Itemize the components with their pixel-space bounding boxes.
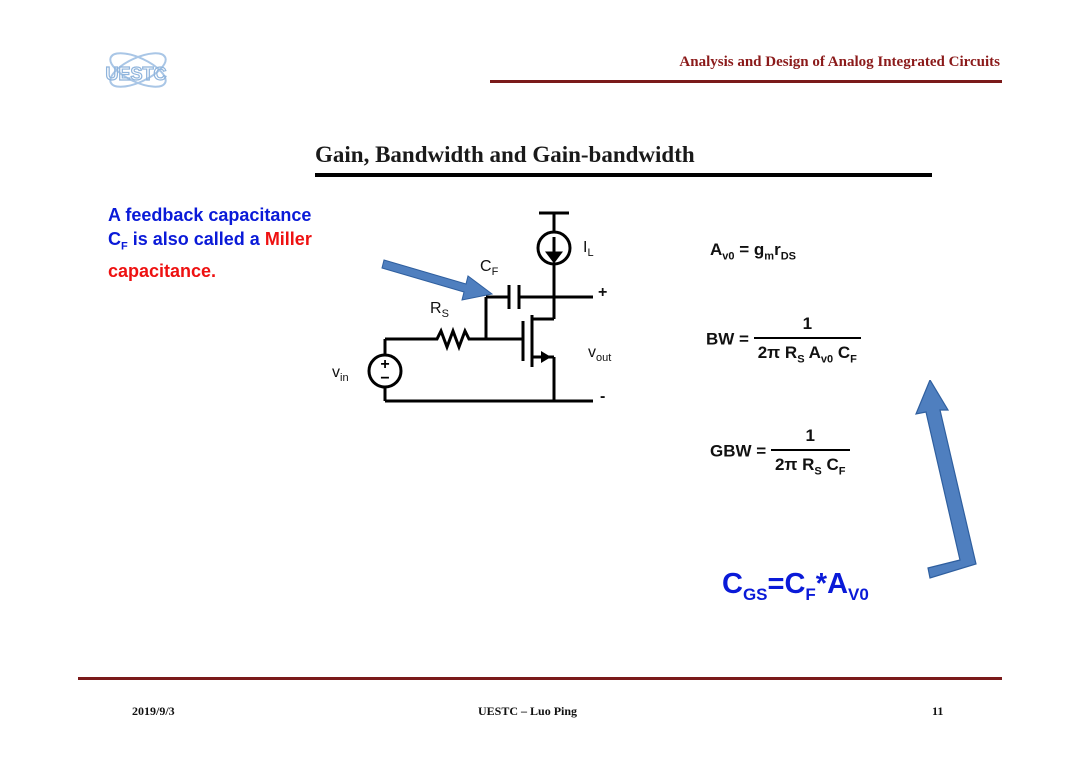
footer-author: UESTC – Luo Ping	[478, 704, 578, 718]
rs-label: RS	[430, 300, 449, 321]
av0-equation: Av0 = gmrDS	[710, 240, 796, 263]
footer-date: 2019/9/3	[132, 704, 175, 718]
svg-text:−: −	[380, 370, 389, 387]
uestc-logo: UESTC	[86, 44, 186, 100]
note-line-1: A feedback capacitance	[108, 205, 312, 225]
header-divider	[490, 80, 1002, 83]
miller-word: Miller	[264, 229, 312, 249]
gbw-equation: GBW = 1 2π RS CF	[710, 426, 850, 477]
circuit-diagram: + −	[365, 205, 645, 415]
bw-equation: BW = 1 2π RS Av0 CF	[706, 314, 861, 365]
note-line-2: CF is also called a Miller	[108, 229, 312, 253]
gbw-denominator: 2π RS CF	[774, 455, 846, 478]
slide-title: Gain, Bandwidth and Gain-bandwidth	[315, 142, 695, 167]
miller-note: A feedback capacitance CF is also called…	[108, 203, 398, 283]
logo-text: UESTC	[105, 64, 166, 84]
svg-text:+: +	[380, 356, 389, 373]
gbw-numerator: 1	[770, 426, 850, 451]
bw-denominator: 2π RS Av0 CF	[757, 343, 857, 366]
bw-numerator: 1	[753, 314, 861, 339]
course-title: Analysis and Design of Analog Integrated…	[679, 54, 1000, 70]
bent-arrow	[890, 378, 990, 580]
note-line-3: capacitance.	[108, 260, 217, 281]
page-number: 11	[932, 704, 944, 718]
title-underline	[315, 173, 932, 177]
cf-label: CF	[480, 258, 499, 279]
il-label: IL	[583, 239, 594, 260]
minus-terminal: -	[600, 388, 606, 405]
cgs-equation: CGS=CF*AV0	[722, 568, 869, 604]
vout-label: vout	[588, 344, 612, 365]
pointer-arrow	[380, 246, 500, 302]
footer-divider	[78, 677, 1002, 680]
vin-label: vin	[332, 364, 349, 385]
plus-terminal: +	[598, 284, 608, 301]
